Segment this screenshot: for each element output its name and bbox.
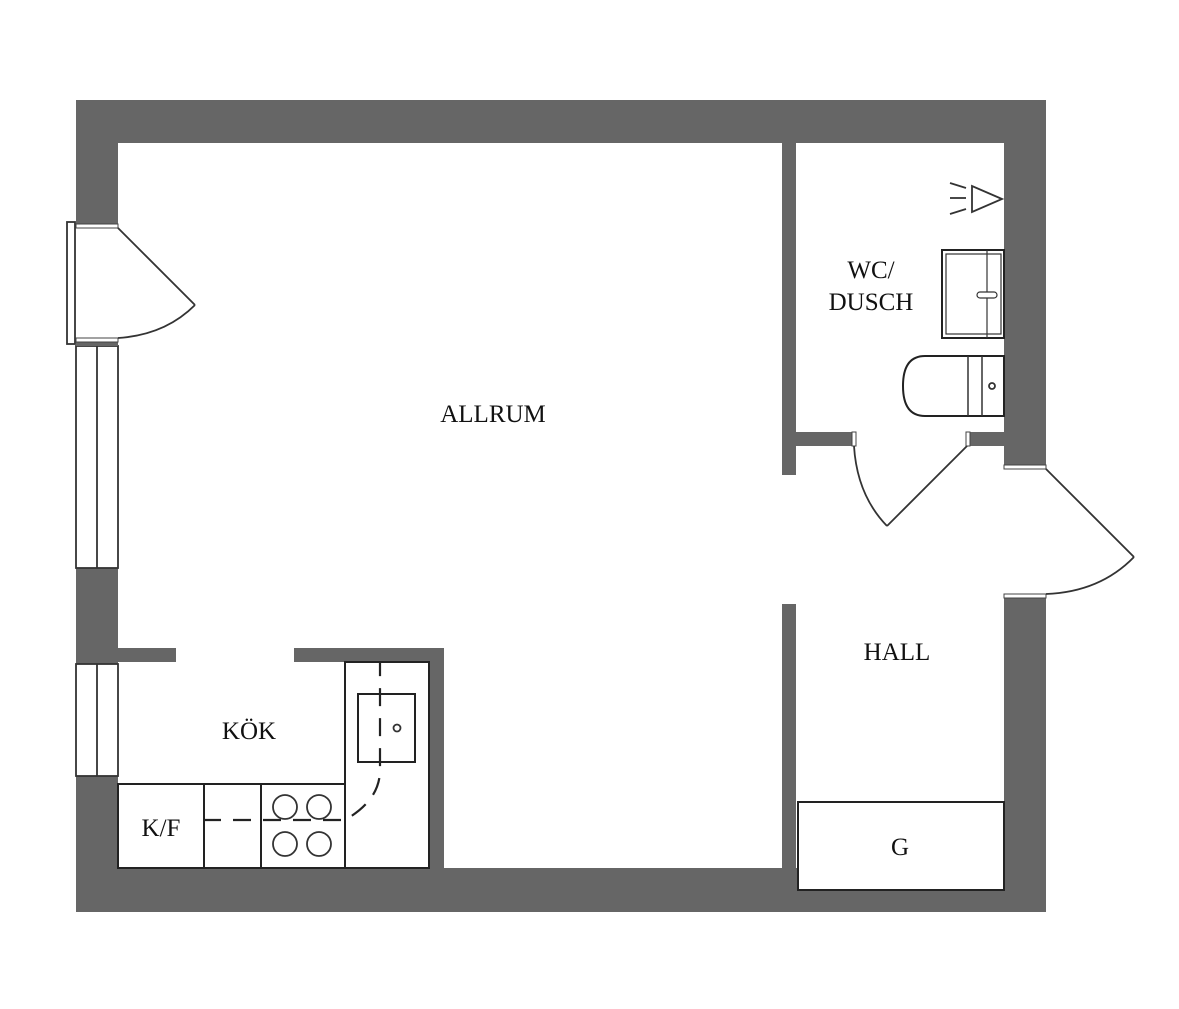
wc-fixtures [901, 182, 1005, 417]
burner-icon [306, 831, 332, 857]
left-wall-upper [76, 100, 118, 224]
kitchen-right-wall [430, 648, 444, 870]
wc-bottom-wall-left [782, 432, 852, 446]
stove [260, 783, 346, 869]
interior-walls [782, 143, 1008, 912]
balcony-door [66, 221, 196, 345]
hall-left-wall [782, 604, 796, 870]
kitchen-top-wall-right [294, 648, 444, 662]
burner-icon [272, 831, 298, 857]
right-wall-lower [1004, 596, 1046, 912]
wc-door [851, 431, 971, 527]
burner-icon [272, 794, 298, 820]
kitchen-fixtures [117, 661, 430, 869]
fixture-label-kf: K/F [142, 815, 181, 842]
entrance-door [1003, 464, 1135, 599]
room-label-allrum: ALLRUM [440, 401, 546, 428]
left-wall-middle [76, 568, 118, 664]
fridge-freezer [117, 783, 205, 869]
hall-corner [782, 868, 798, 912]
counter-cabinet [203, 783, 262, 869]
toilet [901, 355, 1005, 417]
fixture-label-g: G [891, 834, 909, 861]
wc-left-wall [782, 143, 796, 475]
wc-bottom-wall-right [968, 432, 1008, 446]
room-label-wc-line2: DUSCH [829, 289, 914, 316]
windows [75, 341, 119, 777]
room-label-wc-line1: WC/ [847, 257, 894, 284]
right-wall-upper [1004, 100, 1046, 468]
drain-icon [392, 723, 402, 733]
room-label-hall: HALL [864, 639, 931, 666]
sink-counter [344, 661, 430, 869]
room-label-kok: KÖK [222, 718, 276, 745]
wardrobe [797, 801, 1005, 891]
shower-icon [949, 182, 1005, 215]
outer-walls [76, 100, 1046, 912]
burner-icon [306, 794, 332, 820]
top-wall [76, 100, 1046, 143]
sink [357, 693, 416, 763]
kitchen-top-wall-left [118, 648, 176, 662]
